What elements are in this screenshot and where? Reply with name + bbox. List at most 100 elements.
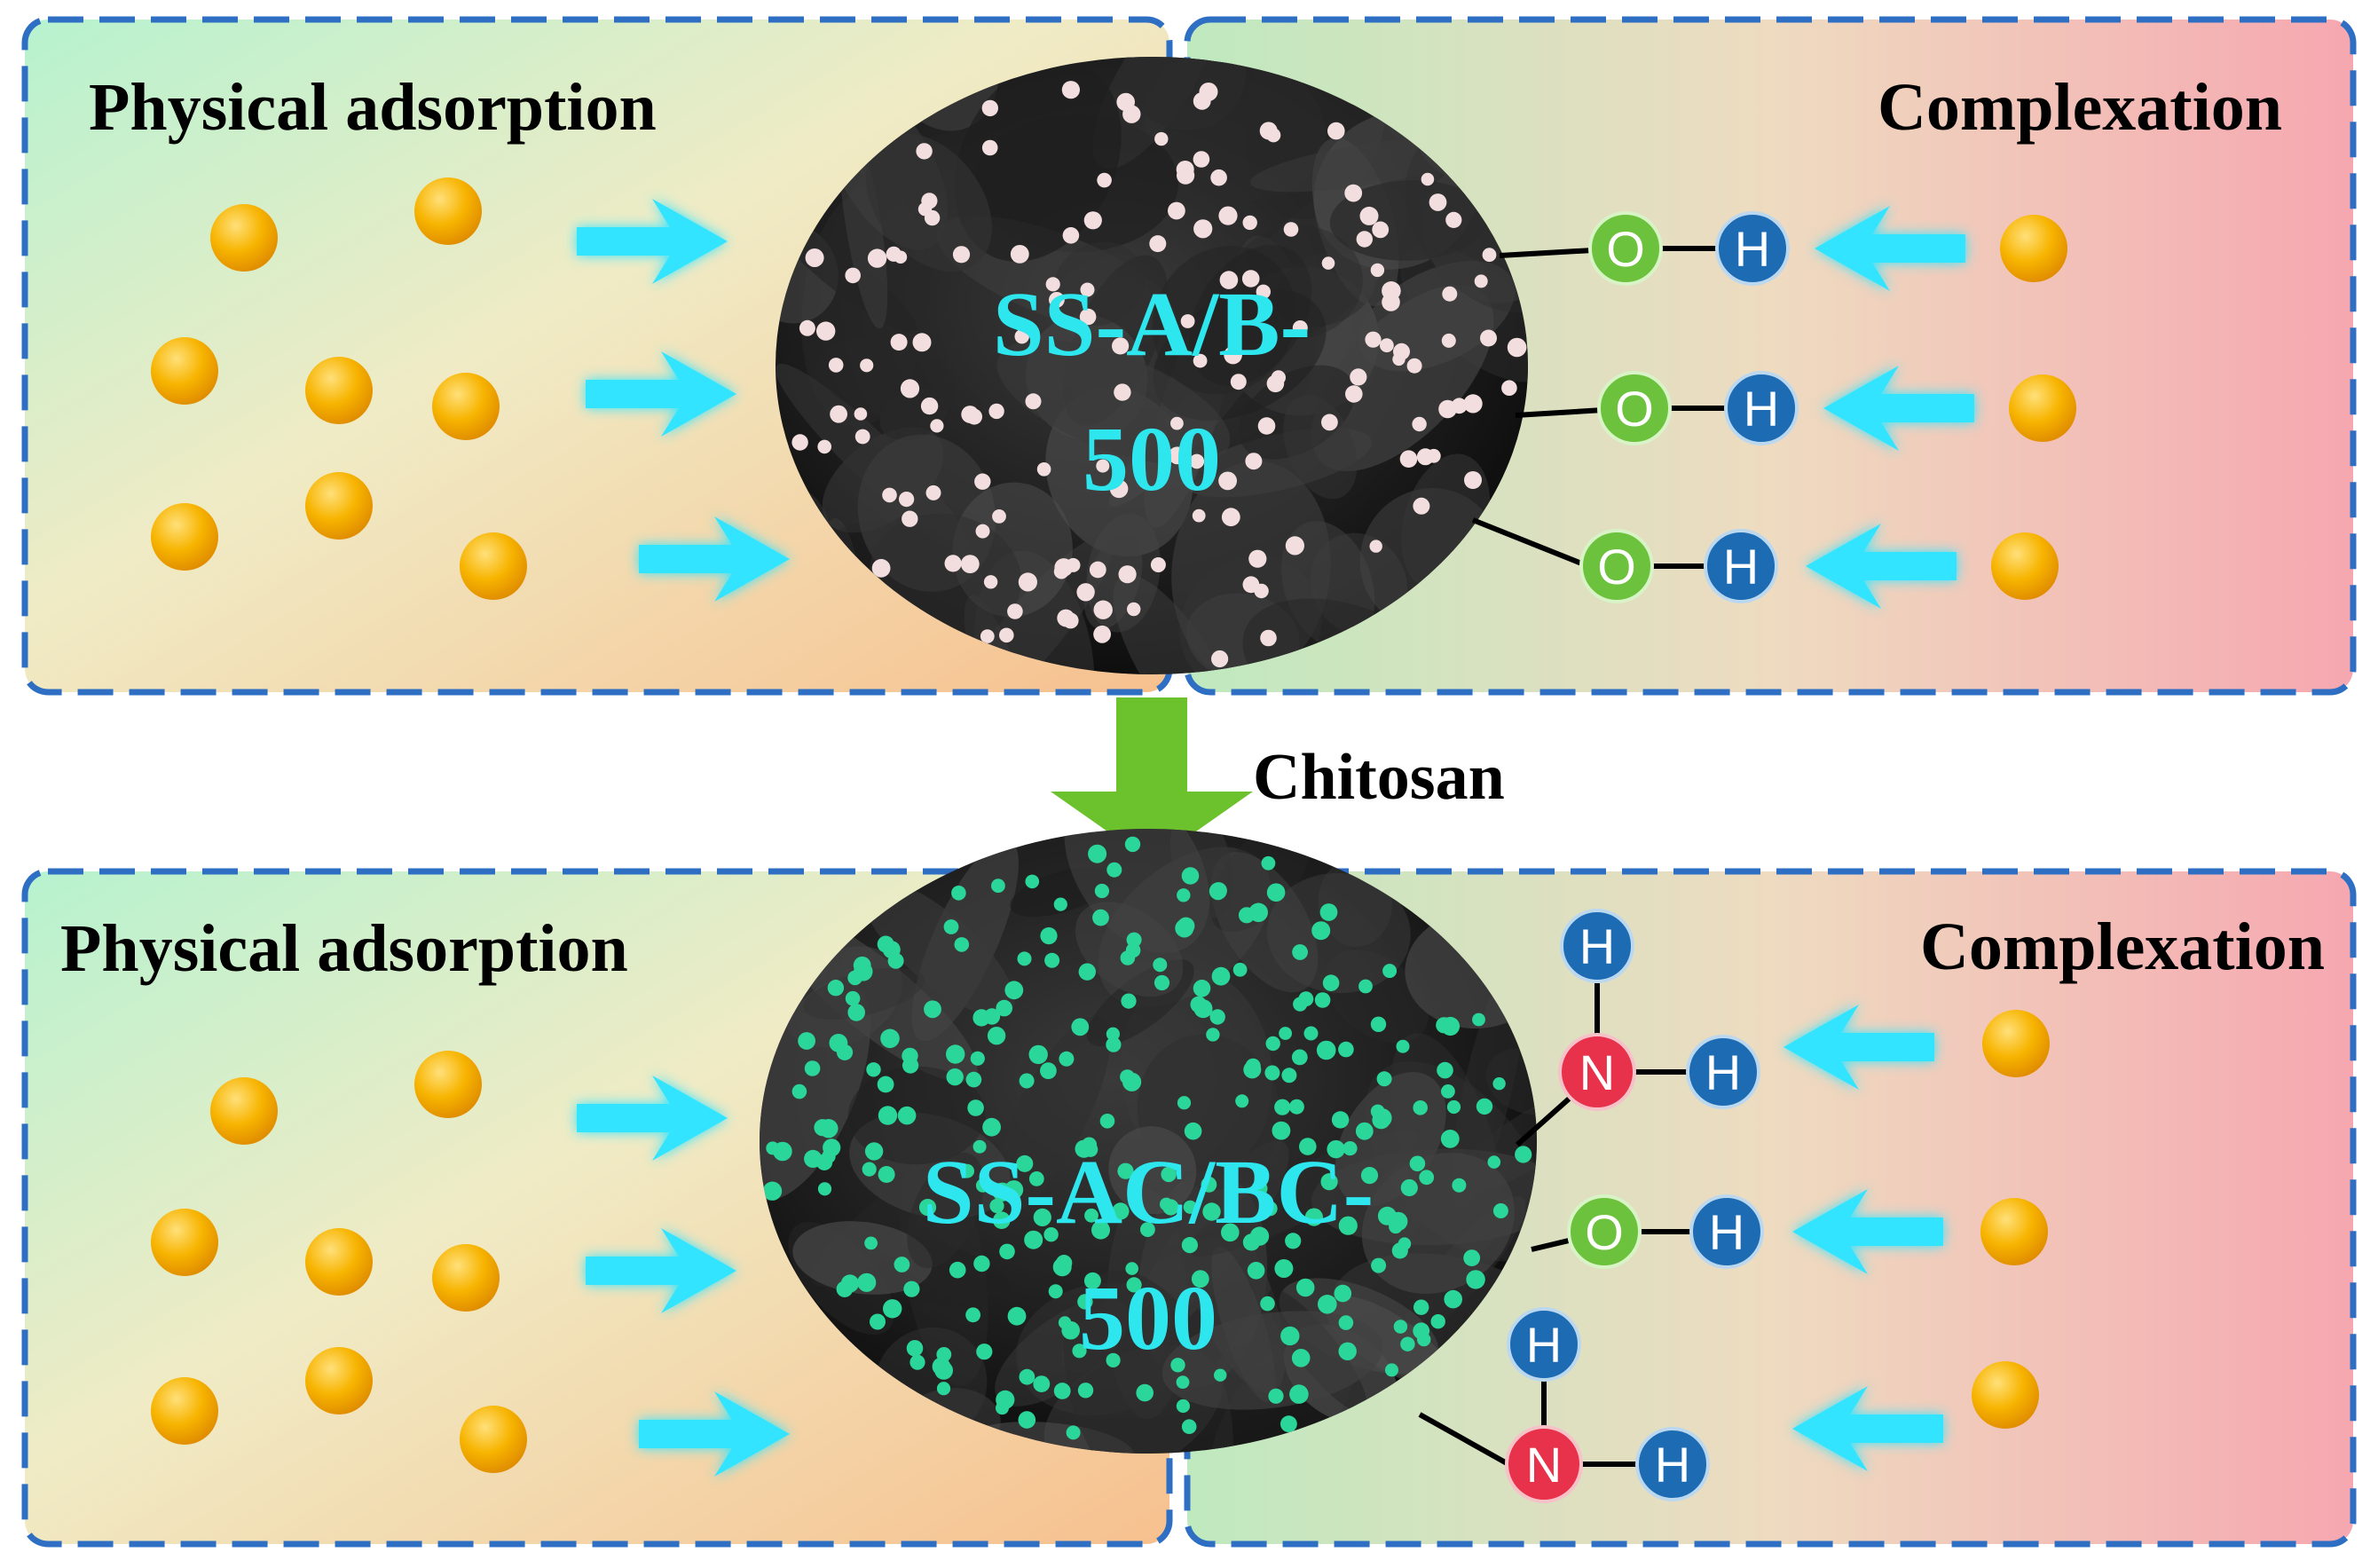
surface-particle xyxy=(854,429,870,445)
surface-particle xyxy=(1153,957,1168,973)
hydrogen-atom xyxy=(1560,909,1634,983)
surface-particle xyxy=(1053,1383,1071,1399)
surface-particle xyxy=(864,1236,878,1250)
surface-particle xyxy=(1094,883,1109,899)
surface-particle xyxy=(857,1273,877,1292)
surface-particle xyxy=(1120,950,1136,965)
surface-particle xyxy=(1350,368,1367,386)
surface-particle xyxy=(943,919,959,934)
bottom-right-title: Complexation xyxy=(1920,910,2325,984)
surface-particle xyxy=(1124,836,1141,853)
surface-particle xyxy=(830,405,847,423)
surface-particle xyxy=(1396,1039,1410,1053)
surface-particle xyxy=(1040,1062,1057,1080)
surface-particle xyxy=(864,1142,884,1161)
surface-particle xyxy=(981,99,999,117)
surface-particle xyxy=(1321,414,1338,431)
surface-particle xyxy=(1327,122,1345,140)
surface-particle xyxy=(1210,169,1227,186)
hydrogen-atom-label: H xyxy=(1579,918,1615,974)
oxygen-atom-label: O xyxy=(1615,381,1654,437)
surface-particle xyxy=(1421,172,1435,186)
surface-particle xyxy=(1058,1316,1072,1329)
surface-particle xyxy=(1121,993,1137,1009)
surface-particle xyxy=(1320,1173,1338,1191)
right-arrow-icon xyxy=(577,199,728,284)
surface-particle xyxy=(924,1000,941,1019)
surface-particle xyxy=(1314,992,1331,1008)
surface-particle xyxy=(1385,1363,1398,1377)
surface-particle xyxy=(1190,996,1208,1013)
surface-particle xyxy=(980,629,995,643)
surface-particle xyxy=(974,473,991,490)
surface-particle xyxy=(983,575,998,589)
surface-particle xyxy=(1160,1197,1173,1211)
surface-particle xyxy=(1429,193,1447,211)
porous-texture xyxy=(1188,245,1312,386)
hydrogen-atom-label: H xyxy=(1655,1437,1690,1493)
surface-particle xyxy=(1472,1013,1485,1027)
surface-particle xyxy=(883,1299,902,1319)
surface-particle xyxy=(902,1047,918,1065)
surface-particle xyxy=(1283,222,1299,237)
hydrogen-atom-label: H xyxy=(1705,1044,1741,1100)
metal-ion xyxy=(460,1406,527,1473)
surface-particle xyxy=(1028,1171,1044,1186)
surface-particle xyxy=(1154,131,1169,146)
surface-particle xyxy=(1076,583,1095,602)
surface-particle xyxy=(1338,1342,1357,1361)
surface-particle xyxy=(1209,882,1227,901)
transition: Chitosan xyxy=(1051,697,1505,863)
surface-particle xyxy=(1245,1058,1261,1074)
surface-particle xyxy=(1398,1237,1412,1250)
surface-particle xyxy=(862,1162,877,1177)
surface-particle xyxy=(1193,353,1208,368)
surface-particle xyxy=(1247,1262,1265,1280)
surface-particle xyxy=(1280,1415,1297,1433)
porous-texture xyxy=(792,1221,933,1295)
top-core-label-line1: SS-A/B- xyxy=(993,273,1311,375)
surface-particle xyxy=(936,1347,952,1362)
metal-ion xyxy=(1972,1361,2039,1429)
porous-texture xyxy=(1266,872,1411,994)
surface-particle xyxy=(961,406,980,423)
surface-particle xyxy=(878,1166,895,1183)
surface-particle xyxy=(1096,459,1110,473)
porous-texture xyxy=(815,337,957,419)
surface-particle xyxy=(1048,1284,1063,1299)
surface-particle xyxy=(1168,446,1186,465)
surface-particle xyxy=(1452,1178,1467,1193)
surface-particle xyxy=(1463,1249,1481,1266)
surface-particle xyxy=(1199,83,1218,101)
surface-particle xyxy=(1099,1114,1115,1129)
surface-particle xyxy=(791,434,808,451)
surface-particle xyxy=(1018,1411,1036,1429)
surface-particle xyxy=(1430,1314,1445,1329)
surface-particle xyxy=(1211,650,1229,668)
surface-particle xyxy=(1380,338,1394,353)
surface-particle xyxy=(1235,1094,1249,1108)
surface-particle xyxy=(1242,215,1257,231)
surface-particle xyxy=(1017,951,1032,966)
top-right-title: Complexation xyxy=(1878,70,2282,145)
surface-particle xyxy=(1264,1065,1280,1081)
bottom-functional-groups: H N H O H H xyxy=(1418,909,1764,1503)
hydrogen-atom xyxy=(1686,1035,1760,1109)
surface-particle xyxy=(1370,1016,1387,1033)
surface-particle xyxy=(1025,393,1042,410)
surface-particle xyxy=(983,1008,1001,1025)
surface-particle xyxy=(982,1117,1001,1137)
hydrogen-atom xyxy=(1635,1427,1710,1501)
surface-particle xyxy=(1221,508,1240,527)
surface-particle xyxy=(827,980,845,997)
amine-group: H N H xyxy=(1516,909,1760,1147)
surface-particle xyxy=(1088,844,1107,863)
surface-particle xyxy=(1343,1141,1358,1156)
surface-particle xyxy=(949,1261,966,1279)
surface-particle xyxy=(1360,1167,1379,1185)
surface-particle xyxy=(1304,1208,1323,1226)
surface-particle xyxy=(1400,1178,1418,1197)
porous-texture xyxy=(1113,574,1242,674)
surface-particle xyxy=(1371,1257,1387,1273)
hydrogen-atom xyxy=(1715,211,1790,286)
